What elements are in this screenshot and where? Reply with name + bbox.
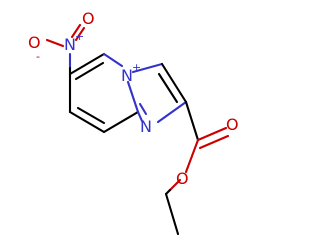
charge-nitro-n: + [75, 30, 84, 43]
bond-n1-c8a-double [138, 102, 148, 116]
bond-n4-c3 [131, 62, 164, 74]
bond-c2-n1 [156, 100, 188, 124]
bond-carbonyl-c-ester-o [184, 138, 200, 174]
atom-bridgehead-n: N [121, 66, 133, 85]
bond-carbonyl-c-o-b [198, 134, 230, 150]
bond-c5-c5-inner [74, 61, 105, 81]
bond-c3-c2-inner [157, 72, 179, 104]
atom-nitro-o-single: O [28, 33, 41, 52]
bond-ester-o-ch2 [168, 178, 182, 192]
bond-c8-c7-inner [76, 106, 106, 125]
charge-nitro-o: - [36, 50, 40, 63]
bond-c3-c2 [160, 62, 188, 104]
bond-carbonyl-c-o-a [196, 126, 228, 142]
bond-nitro-n-o-double-a [74, 26, 86, 42]
bond-nitro-n-o-single [45, 38, 65, 48]
atom-carbonyl-o: O [226, 115, 239, 134]
atom-imidazole-n: N [140, 117, 152, 136]
bond-ch2-ch3 [164, 192, 180, 236]
atom-ester-o: O [176, 169, 189, 188]
bond-nitro-n-o-double-b [70, 23, 82, 39]
bond-n4-c8a [126, 80, 140, 114]
bond-c8-c7 [68, 110, 106, 134]
molecule-structure: N + O - O N + N O O [28, 9, 239, 236]
bond-c5-n4 [102, 52, 124, 68]
charge-bridgehead-n: + [132, 61, 141, 74]
bond-c2-carbonyl-c [184, 100, 200, 142]
atom-nitro-n: N [64, 35, 76, 54]
atom-nitro-o-double: O [82, 9, 95, 28]
bond-c6-c5 [68, 52, 106, 76]
bond-c8a-c8 [102, 110, 140, 134]
bond-n1-c8a [136, 110, 144, 123]
